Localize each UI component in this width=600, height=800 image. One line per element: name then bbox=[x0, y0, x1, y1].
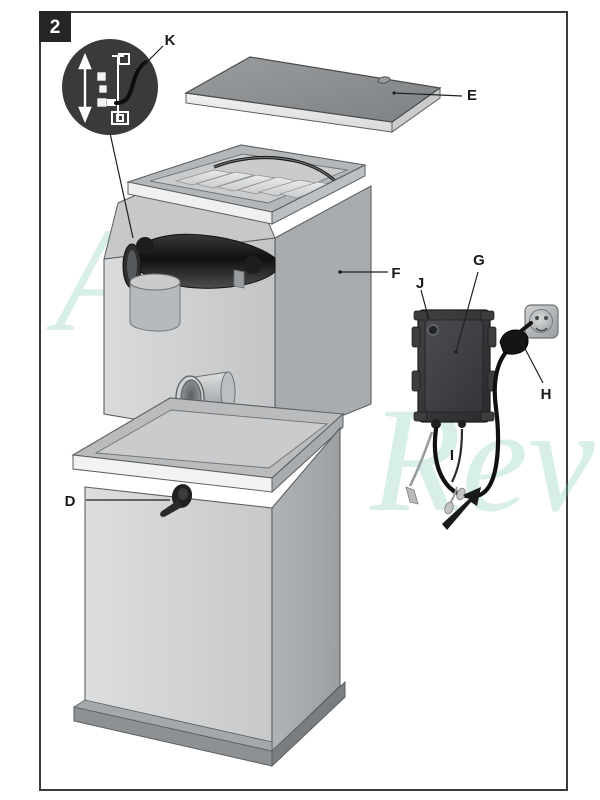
callout-label-J: J bbox=[416, 275, 424, 292]
mount-boss-left bbox=[136, 237, 154, 255]
sensor-cable bbox=[451, 428, 464, 483]
leader-K bbox=[142, 45, 164, 67]
leader-E bbox=[393, 92, 463, 97]
tank-lid bbox=[184, 56, 463, 133]
spout-sleeve bbox=[129, 281, 181, 332]
callout-label-G: G bbox=[473, 252, 485, 269]
control-box-screw bbox=[427, 324, 439, 336]
assembly-direction-arrow bbox=[442, 487, 481, 530]
leader-K-to-basin bbox=[109, 132, 134, 239]
float-switch-rail bbox=[111, 53, 130, 125]
level-adjust-arrow bbox=[78, 52, 92, 124]
step-badge: 2 bbox=[39, 11, 71, 42]
power-cable bbox=[432, 347, 511, 499]
callout-labels: K E F G J H I D bbox=[65, 32, 552, 510]
page-frame bbox=[39, 11, 568, 791]
lower-cabinet bbox=[71, 397, 346, 768]
detail-circle-bg bbox=[62, 39, 158, 135]
leader-H bbox=[520, 340, 544, 384]
leader-J bbox=[420, 289, 430, 321]
float-switch-cable bbox=[114, 60, 148, 105]
drain-valve-knob bbox=[160, 484, 193, 517]
callout-label-I: I bbox=[450, 447, 454, 464]
step-number-text: 2 bbox=[50, 17, 61, 38]
float-switch-detail-circle bbox=[62, 39, 164, 239]
callout-label-H: H bbox=[541, 386, 552, 403]
float-lead bbox=[408, 431, 434, 487]
cabling bbox=[405, 347, 511, 515]
control-box bbox=[411, 271, 497, 429]
basin-grille bbox=[174, 156, 340, 199]
cabinet-side-panel bbox=[271, 426, 341, 754]
power-plug-socket bbox=[499, 304, 559, 384]
lid-grip-hole bbox=[377, 76, 391, 84]
mains-plug bbox=[499, 321, 533, 355]
leader-G bbox=[455, 271, 479, 353]
upper-basin bbox=[103, 144, 388, 444]
callout-label-E: E bbox=[467, 87, 477, 104]
callout-label-D: D bbox=[65, 493, 76, 510]
callout-label-F: F bbox=[391, 265, 400, 282]
callout-label-K: K bbox=[165, 32, 176, 49]
mount-boss-right bbox=[244, 256, 262, 274]
